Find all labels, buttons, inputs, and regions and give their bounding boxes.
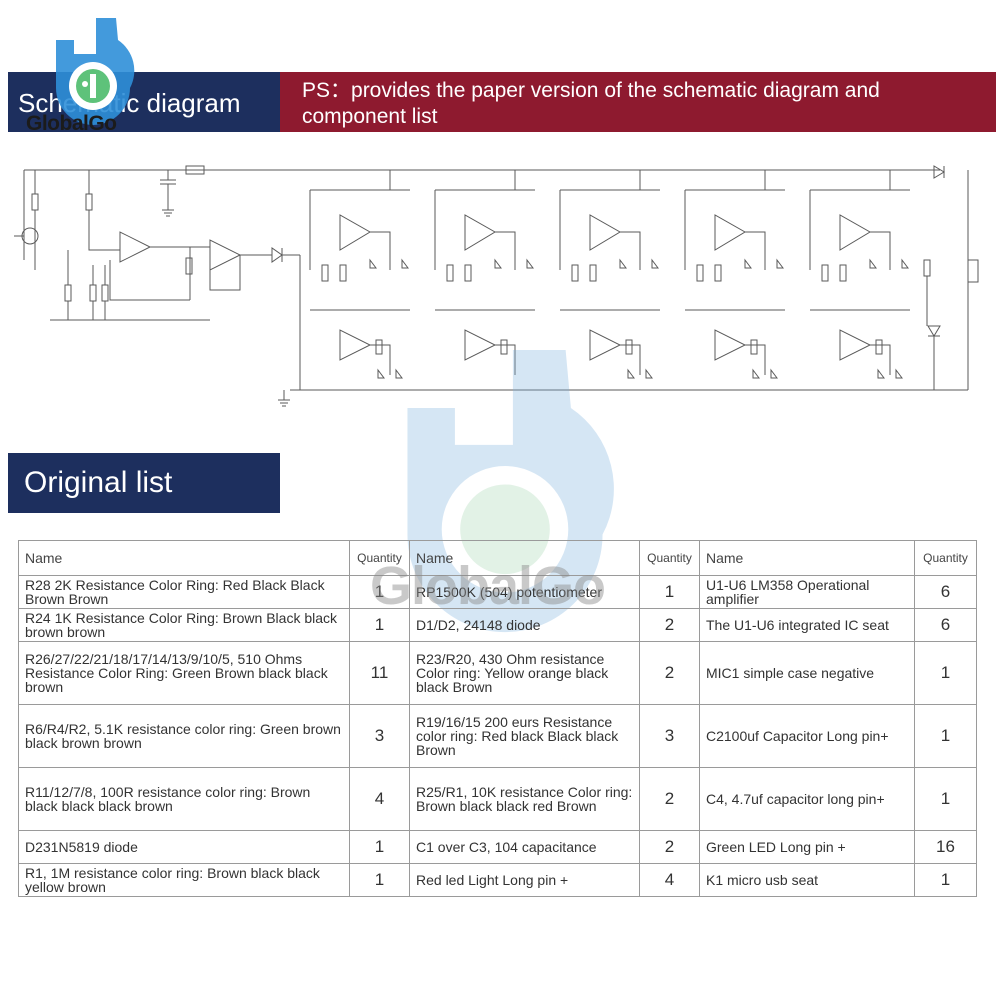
component-name: MIC1 simple case negative	[699, 641, 915, 705]
component-name: R24 1K Resistance Color Ring: Brown Blac…	[18, 608, 350, 642]
table-row: R11/12/7/8, 100R resistance color ring: …	[18, 767, 977, 831]
component-name: The U1-U6 integrated IC seat	[699, 608, 915, 642]
component-name: R6/R4/R2, 5.1K resistance color ring: Gr…	[18, 704, 350, 768]
schematic-diagram	[14, 165, 979, 407]
component-table: Name Quantity Name Quantity Name Quantit…	[18, 540, 977, 897]
table-row: R24 1K Resistance Color Ring: Brown Blac…	[18, 608, 977, 642]
table-row: R26/27/22/21/18/17/14/13/9/10/5, 510 Ohm…	[18, 641, 977, 705]
schematic-title-bar: Schematic diagram	[8, 72, 280, 132]
component-name: R26/27/22/21/18/17/14/13/9/10/5, 510 Ohm…	[18, 641, 350, 705]
component-name: R19/16/15 200 eurs Resistance color ring…	[409, 704, 640, 768]
component-quantity: 6	[914, 575, 977, 609]
component-name: R25/R1, 10K resistance Color ring: Brown…	[409, 767, 640, 831]
table-row: R6/R4/R2, 5.1K resistance color ring: Gr…	[18, 704, 977, 768]
table-row: R1, 1M resistance color ring: Brown blac…	[18, 863, 977, 897]
component-name: U1-U6 LM358 Operational amplifier	[699, 575, 915, 609]
opamp-stage-4	[684, 170, 785, 379]
column-header-quantity: Quantity	[349, 540, 410, 576]
table-header-row: Name Quantity Name Quantity Name Quantit…	[18, 540, 977, 576]
component-name: R23/R20, 430 Ohm resistance Color ring: …	[409, 641, 640, 705]
opamp-stage-3	[559, 170, 660, 379]
column-header-quantity: Quantity	[639, 540, 700, 576]
component-name: C4, 4.7uf capacitor long pin+	[699, 767, 915, 831]
ps-banner: PS：provides the paper version of the sch…	[280, 72, 996, 132]
component-name: R1, 1M resistance color ring: Brown blac…	[18, 863, 350, 897]
component-quantity: 1	[349, 863, 410, 897]
ps-note: PS：provides the paper version of the sch…	[302, 79, 880, 128]
component-quantity: 3	[639, 704, 700, 768]
opamp-stage-5	[809, 170, 910, 379]
component-quantity: 3	[349, 704, 410, 768]
logo-wordmark: GlobalGo	[26, 112, 117, 135]
globalgo-logo-icon	[56, 18, 135, 125]
table-row: D231N5819 diode 1 C1 over C3, 104 capaci…	[18, 830, 977, 864]
opamp-stage-1	[309, 170, 410, 379]
original-list-banner: Original list	[8, 453, 280, 513]
component-quantity: 2	[639, 830, 700, 864]
component-quantity: 6	[914, 608, 977, 642]
component-quantity: 2	[639, 767, 700, 831]
component-name: R11/12/7/8, 100R resistance color ring: …	[18, 767, 350, 831]
column-header-name: Name	[409, 540, 640, 576]
component-quantity: 1	[639, 575, 700, 609]
component-name: K1 micro usb seat	[699, 863, 915, 897]
component-quantity: 1	[914, 863, 977, 897]
component-name: D1/D2, 24148 diode	[409, 608, 640, 642]
component-name: D231N5819 diode	[18, 830, 350, 864]
component-quantity: 2	[639, 608, 700, 642]
opamp-stage-2	[434, 170, 535, 375]
component-quantity: 1	[914, 641, 977, 705]
component-quantity: 1	[349, 830, 410, 864]
component-name: Green LED Long pin +	[699, 830, 915, 864]
component-quantity: 1	[914, 704, 977, 768]
column-header-name: Name	[699, 540, 915, 576]
component-quantity: 4	[639, 863, 700, 897]
component-quantity: 4	[349, 767, 410, 831]
component-name: Red led Light Long pin +	[409, 863, 640, 897]
column-header-quantity: Quantity	[914, 540, 977, 576]
component-quantity: 1	[914, 767, 977, 831]
component-quantity: 2	[639, 641, 700, 705]
component-name: RP1500K (504) potentiometer	[409, 575, 640, 609]
original-list-title: Original list	[24, 466, 173, 499]
component-quantity: 1	[349, 575, 410, 609]
component-quantity: 1	[349, 608, 410, 642]
component-name: C1 over C3, 104 capacitance	[409, 830, 640, 864]
component-name: R28 2K Resistance Color Ring: Red Black …	[18, 575, 350, 609]
component-quantity: 16	[914, 830, 977, 864]
table-row: R28 2K Resistance Color Ring: Red Black …	[18, 575, 977, 609]
column-header-name: Name	[18, 540, 350, 576]
component-name: C2100uf Capacitor Long pin+	[699, 704, 915, 768]
component-quantity: 11	[349, 641, 410, 705]
